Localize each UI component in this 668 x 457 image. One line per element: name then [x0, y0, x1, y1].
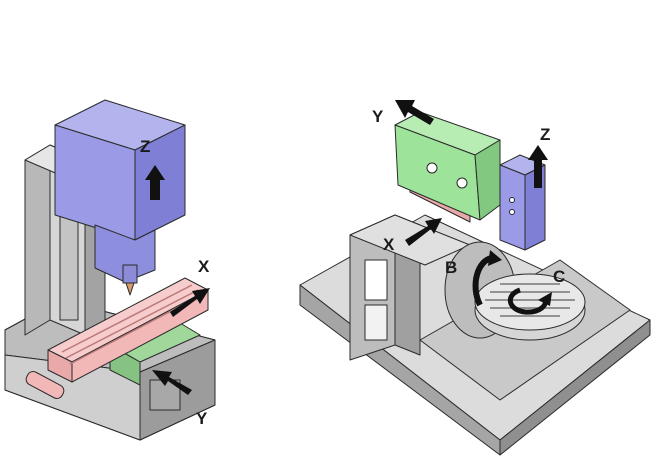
z-axis-label-5ax: Z	[540, 125, 550, 144]
z-axis-label: Z	[140, 137, 150, 156]
y-axis-arrow-5ax	[395, 100, 434, 125]
y-axis-label: Y	[196, 409, 208, 428]
y-arm	[394, 111, 501, 221]
z-axis-arrow	[145, 165, 165, 200]
x-axis-arrow	[170, 288, 210, 317]
c-axis-arrow	[508, 287, 552, 315]
x-axis-arrow-5ax	[405, 218, 442, 246]
y-axis-arrow	[152, 370, 192, 395]
y-axis-label-5ax: Y	[372, 107, 384, 126]
five-axis-machine: Y Z X B C	[299, 100, 651, 456]
x-axis-label-5ax: X	[383, 235, 395, 254]
b-axis-label: B	[445, 258, 457, 277]
z-spindle	[499, 154, 546, 251]
z-axis-arrow-5ax	[528, 145, 548, 188]
x-axis-label: X	[198, 257, 210, 276]
b-axis-arrow	[472, 250, 502, 307]
spindle-head	[54, 99, 186, 296]
three-axis-machine: Z X Y	[4, 99, 216, 441]
c-axis-label: C	[553, 267, 565, 286]
